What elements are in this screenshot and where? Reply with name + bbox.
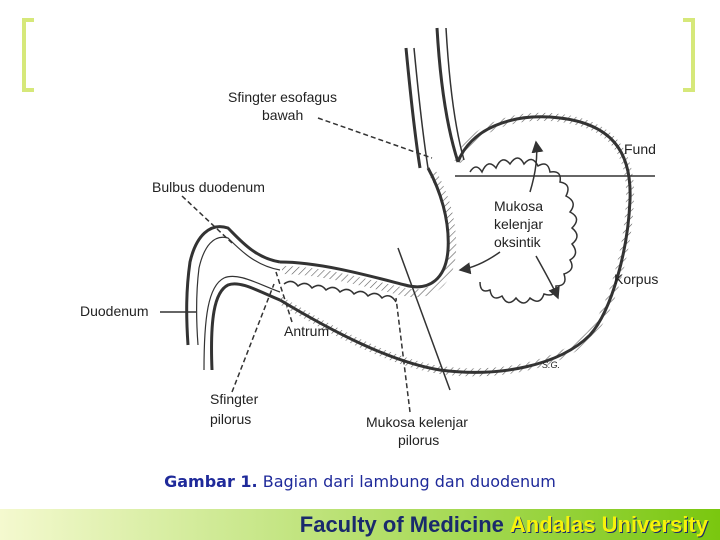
caption-text: Bagian dari lambung dan duodenum [262,472,556,491]
footer-university: Andalas University [509,511,708,537]
leader-mukosa-pilorus [395,297,411,413]
oxyntic-mucosa-lining [469,157,578,304]
artist-signature: S.G. [542,360,560,370]
leader-sfingter-pilorus [231,283,275,393]
label-mukosa-pilorus-line2: pilorus [398,432,439,448]
leader-antrum [275,271,293,323]
stomach-inner-hatch [281,169,457,298]
esophagus-wall-left [404,47,422,169]
label-mukosa-oksintik-line3: oksintik [494,234,542,250]
label-bulbus-duodenum: Bulbus duodenum [152,179,265,195]
antrum-boundary-line [397,247,451,391]
label-mukosa-oksintik-line1: Mukosa [494,198,543,214]
decorative-bracket-right [683,18,695,92]
label-duodenum: Duodenum [80,303,149,319]
label-mukosa-oksintik-line2: kelenjar [494,216,543,232]
duodenum-wall-lower-inner [203,275,281,371]
decorative-bracket-left [22,18,34,92]
footer-faculty: Faculty of Medicine [299,511,504,537]
esophagus-wall-right-inner [445,27,465,161]
leader-bulbus [181,195,233,244]
label-sfingter-esofagus-line1: Sfingter esofagus [228,89,337,105]
caption-prefix: Gambar 1. [164,472,258,491]
arrow-to-korpus [535,255,560,300]
label-sfingter-pilorus-line2: pilorus [210,411,251,427]
esophagus-wall-right [435,27,460,163]
label-korpus: Korpus [614,271,658,287]
stomach-diagram: Sfingter esofagus bawah Fund Bulbus duod… [80,27,658,448]
pyloric-mucosa-lining [283,280,397,303]
leader-sfingter-esofagus [317,117,433,159]
label-sfingter-esofagus-line2: bawah [262,107,303,123]
arrow-to-fundus [529,140,544,193]
label-fundus: Fund [624,141,656,157]
label-mukosa-pilorus-line1: Mukosa kelenjar [366,414,468,430]
arrow-down-left [458,251,501,275]
figure-caption: Gambar 1. Bagian dari lambung dan duoden… [0,472,720,491]
duodenum-wall-upper [185,225,281,346]
label-antrum: Antrum [284,323,329,339]
duodenum-wall-lower [210,282,281,371]
label-sfingter-pilorus-line1: Sfingter [210,391,259,407]
stomach-outer-hatch [277,112,635,377]
duodenum-wall-upper-inner [196,236,281,346]
footer-bar: Faculty of Medicine Andalas University [0,509,720,540]
